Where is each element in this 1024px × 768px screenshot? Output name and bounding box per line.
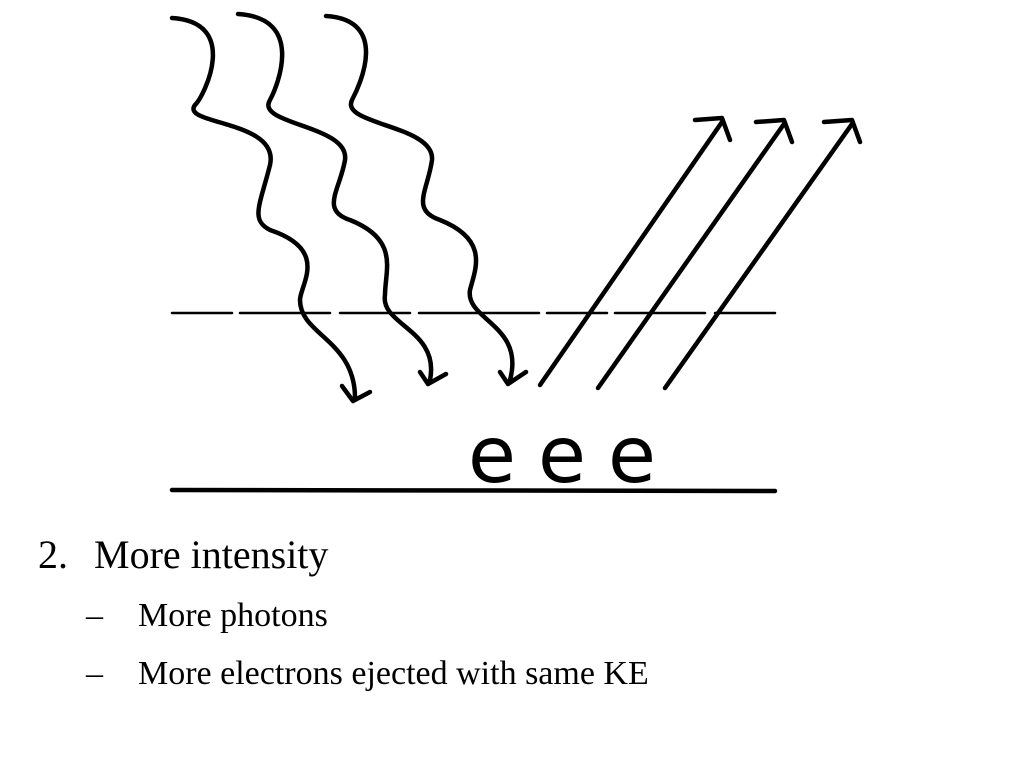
bullet-item: –More electrons ejected with same KE <box>86 654 649 694</box>
incoming-photon <box>323 13 529 387</box>
electron-label: e <box>608 411 656 501</box>
main-point-label: More intensity <box>94 532 329 577</box>
electron-label: e <box>468 411 516 501</box>
bullet-marker: – <box>86 655 103 692</box>
bullet-label: More electrons ejected with same KE <box>138 655 649 692</box>
electron-label: e <box>538 411 586 501</box>
photon-arrowhead <box>339 383 373 404</box>
ejected-electron-arrow <box>595 117 795 391</box>
incoming-photon <box>235 11 449 387</box>
main-point: 2. More intensity <box>38 531 328 579</box>
bullet-label: More photons <box>138 597 328 634</box>
bullet-marker: – <box>86 597 103 634</box>
electron-arrowhead <box>692 115 733 143</box>
photoelectric-diagram: e e e <box>169 11 863 501</box>
ejected-electron-arrow <box>537 115 733 388</box>
metal-bottom-line <box>169 487 778 494</box>
main-point-number: 2. <box>38 532 68 577</box>
electron-arrowhead <box>821 117 863 145</box>
photon-arrowhead <box>497 369 529 387</box>
incoming-photon <box>169 15 373 404</box>
electron-arrowhead <box>753 117 795 145</box>
bullet-item: –More photons <box>86 596 328 636</box>
photon-arrowhead <box>417 369 449 387</box>
ejected-electron-arrow <box>662 117 863 391</box>
